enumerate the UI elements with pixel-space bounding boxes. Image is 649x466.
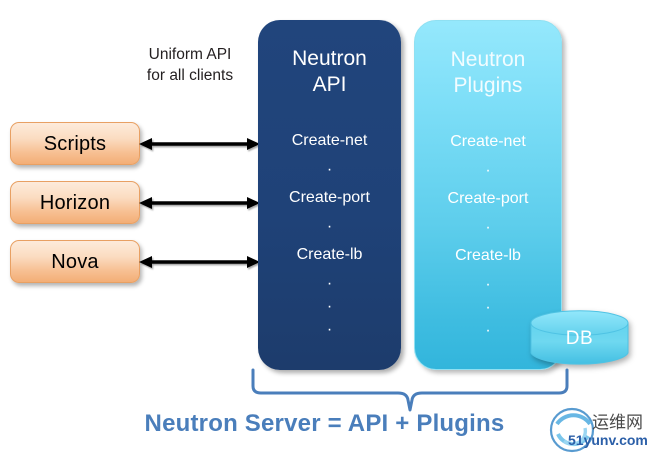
neutron-plugins-title-line1: Neutron — [450, 48, 526, 71]
uniform-api-note-line1: Uniform API — [148, 46, 232, 63]
neutron-api-title-line2: API — [312, 73, 347, 96]
neutron-plugins-item-dot: · — [485, 219, 491, 236]
swirl-logo-icon — [549, 407, 595, 453]
neutron-plugins-item: Create-port — [447, 190, 529, 207]
neutron-api-item-dot: · — [326, 275, 333, 292]
client-box-nova[interactable]: Nova — [10, 240, 140, 283]
grouping-brace — [251, 368, 569, 412]
neutron-api-item: Create-net — [291, 132, 368, 149]
neutron-api-item-list: Create-net · Create-port · Create-lb · ·… — [258, 124, 401, 341]
database-label: DB — [565, 328, 594, 349]
neutron-api-item-dot: · — [326, 218, 333, 235]
double-headed-arrow-icon-scripts — [139, 138, 260, 150]
neutron-plugins-box[interactable]: Neutron Plugins Create-net · Create-port… — [414, 20, 562, 370]
neutron-plugins-item-list: Create-net · Create-port · Create-lb · ·… — [415, 125, 561, 342]
neutron-plugins-item-dot: · — [485, 276, 491, 293]
client-box-scripts[interactable]: Scripts — [10, 122, 140, 165]
watermark-domain-text: 51yunv.com — [568, 432, 648, 448]
neutron-api-item-dot: · — [326, 321, 333, 338]
neutron-plugins-item-dot: · — [485, 162, 491, 179]
double-headed-arrow-icon-horizon — [139, 197, 260, 209]
client-box-label: Nova — [51, 250, 99, 273]
neutron-plugins-item: Create-lb — [455, 247, 521, 264]
page-caption: Neutron Server = API + Plugins — [144, 410, 505, 437]
neutron-plugins-title-line2: Plugins — [453, 74, 523, 97]
watermark-chinese-text: 运维网 — [592, 413, 643, 432]
neutron-plugins-title: Neutron Plugins — [415, 47, 561, 99]
neutron-api-box[interactable]: Neutron API Create-net · Create-port · C… — [258, 20, 401, 370]
neutron-plugins-item-dot: · — [485, 299, 491, 316]
neutron-api-item-dot: · — [326, 161, 333, 178]
uniform-api-note: Uniform API for all clients — [122, 44, 258, 86]
neutron-api-item-dot: · — [326, 298, 333, 315]
neutron-api-item: Create-lb — [296, 246, 363, 263]
neutron-plugins-item-dot: · — [485, 322, 491, 339]
client-box-label: Scripts — [43, 132, 107, 155]
database-cylinder-icon[interactable] — [530, 310, 629, 366]
client-box-horizon[interactable]: Horizon — [10, 181, 140, 224]
double-headed-arrow-icon-nova — [139, 256, 260, 268]
neutron-plugins-item: Create-net — [450, 133, 526, 150]
client-box-label: Horizon — [39, 191, 111, 214]
neutron-api-item: Create-port — [289, 189, 370, 206]
neutron-api-title: Neutron API — [258, 46, 401, 98]
neutron-api-title-line1: Neutron — [292, 47, 367, 70]
uniform-api-note-line2: for all clients — [146, 67, 234, 84]
